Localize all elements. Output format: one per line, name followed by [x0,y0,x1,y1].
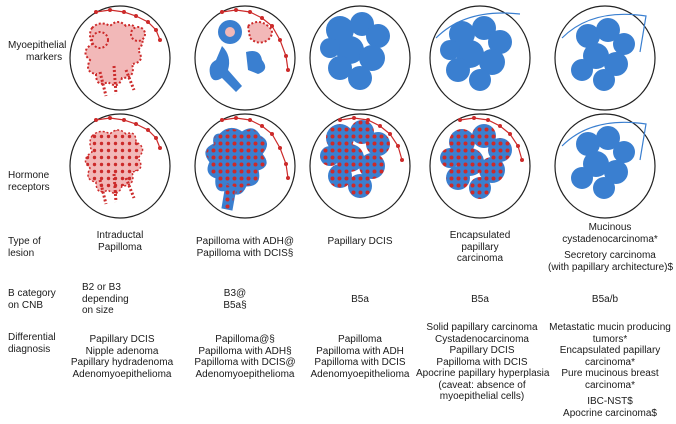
col2-type: Papilloma with ADH@ Papilloma with DCIS§ [185,236,305,259]
type-line: Secretory carcinoma [564,250,656,261]
myo-col2-ellipse [194,5,296,111]
type-line: carcinoma [456,253,504,264]
diff-line: Adenomyoepithelioma [72,368,172,380]
col2-bcat: B3@ B5a§ [205,288,265,311]
bcat-line: depending [82,293,129,305]
myo-col1-ellipse [69,5,171,111]
col3-bcat: B5a [330,294,390,306]
row-label-diff: Differential diagnosis [8,332,56,355]
diff-line: Papillary hydradenoma [70,357,174,368]
col5-diff: Metastatic mucin producing tumors* Encap… [546,322,674,419]
myo-col5-ellipse [554,5,656,111]
myo-col3-ellipse [309,5,411,111]
row-label-bcat: B category on CNB [8,288,56,311]
myo-col4-ellipse [429,5,531,111]
row-label-myoepithelial: Myoepithelial markers [8,40,66,63]
diff-line: Adenomyoepithelioma [195,368,295,380]
col1-diff: Papillary DCIS Nipple adenoma Papillary … [62,334,182,380]
diff-line: Apocrine papillary hyperplasia [416,368,550,379]
hr-col4-ellipse [429,113,531,219]
type-line: cystadenocarcinoma* [562,233,658,245]
col4-bcat: B5a [450,294,510,306]
bcat-line: B5a/b [591,294,619,305]
diff-line: Papillary DCIS [89,334,155,345]
diff-line: Papilloma with DCIS [436,356,528,368]
row-label-line: Hormone [8,170,50,181]
type-line: Intraductal [96,230,144,241]
diff-line: Papillary DCIS [449,345,515,356]
diff-line: Encapsulated papillary [559,345,661,356]
diff-line: Papilloma with DCIS@ [194,357,296,368]
row-label-line: diagnosis [8,343,51,355]
diff-line: IBC-NST$ [587,396,633,407]
col5-bcat: B5a/b [575,294,635,306]
type-line: Papilloma with DCIS§ [196,247,294,259]
row-label-line: receptors [8,181,50,193]
row-label-hormone: Hormone receptors [8,170,50,193]
type-line: (with papillary architecture)$ [548,261,674,273]
diff-line: tumors* [592,333,628,345]
diff-line: myoepithelial cells) [439,391,525,402]
diff-line: Adenomyoepithelioma [310,368,410,380]
type-line: Mucinous [588,222,632,233]
diff-line: Papilloma with ADH [316,345,404,357]
bcat-line: B5a [351,294,369,305]
row-label-line: Differential [8,332,56,343]
hr-col3-ellipse [309,113,411,219]
type-line: Papilloma [98,241,142,253]
type-line: Encapsulated [449,230,511,241]
bcat-line: on size [82,305,114,316]
col1-bcat: B2 or B3 depending on size [82,282,142,317]
bcat-line: B3@ [223,288,247,299]
row-label-line: Type of [8,236,41,247]
type-line: Papillary DCIS [327,236,393,247]
bcat-line: B5a§ [223,299,247,311]
diff-line: carcinoma* [584,379,636,391]
diff-line: Solid papillary carcinoma [426,322,538,333]
bcat-line: B2 or B3 [82,282,121,293]
col3-diff: Papilloma Papilloma with ADH Papilloma w… [298,334,422,380]
diff-line: Papilloma [338,334,382,345]
diff-line: Nipple adenoma [85,345,159,357]
diff-line: Cystadenocarcinoma [435,333,529,345]
row-label-line: on CNB [8,299,44,311]
diff-line: (caveat: absence of [438,379,526,391]
row-label-line: markers [26,51,63,63]
diff-line: Apocrine carcinoma$ [563,407,657,419]
row-label-line: Myoepithelial [8,40,67,51]
diff-line: Papilloma with DCIS [314,357,406,368]
diff-line: Pure mucinous breast [561,368,659,379]
hr-col2-ellipse [194,113,296,219]
diff-line: carcinoma* [584,356,636,368]
diff-line: Papilloma with ADH§ [198,345,292,357]
diff-line: Papilloma@§ [215,334,275,345]
col5-type: Mucinous cystadenocarcinoma* Secretory c… [548,222,674,273]
col2-diff: Papilloma@§ Papilloma with ADH§ Papillom… [183,334,307,380]
diff-line: Metastatic mucin producing [549,322,671,333]
col1-type: Intraductal Papilloma [70,230,170,253]
type-line: Papilloma with ADH@ [196,236,294,247]
col4-type: Encapsulated papillary carcinoma [430,230,530,265]
row-label-type: Type of lesion [8,236,41,259]
bcat-line: B5a [471,294,489,305]
hr-col1-ellipse [69,113,171,219]
hr-col5-ellipse [554,113,656,219]
col3-type: Papillary DCIS [310,236,410,248]
type-line: papillary [461,241,499,253]
row-label-line: B category [8,288,56,299]
col4-diff: Solid papillary carcinoma Cystadenocarci… [416,322,550,403]
row-label-line: lesion [8,247,35,259]
